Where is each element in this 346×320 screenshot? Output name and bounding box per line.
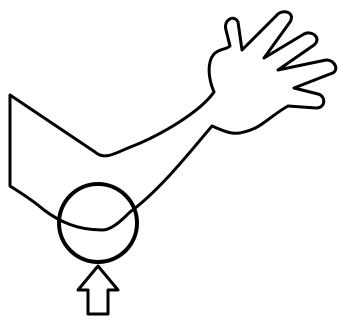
arm-icon: [10, 12, 336, 230]
up-arrow-icon: [78, 266, 118, 314]
